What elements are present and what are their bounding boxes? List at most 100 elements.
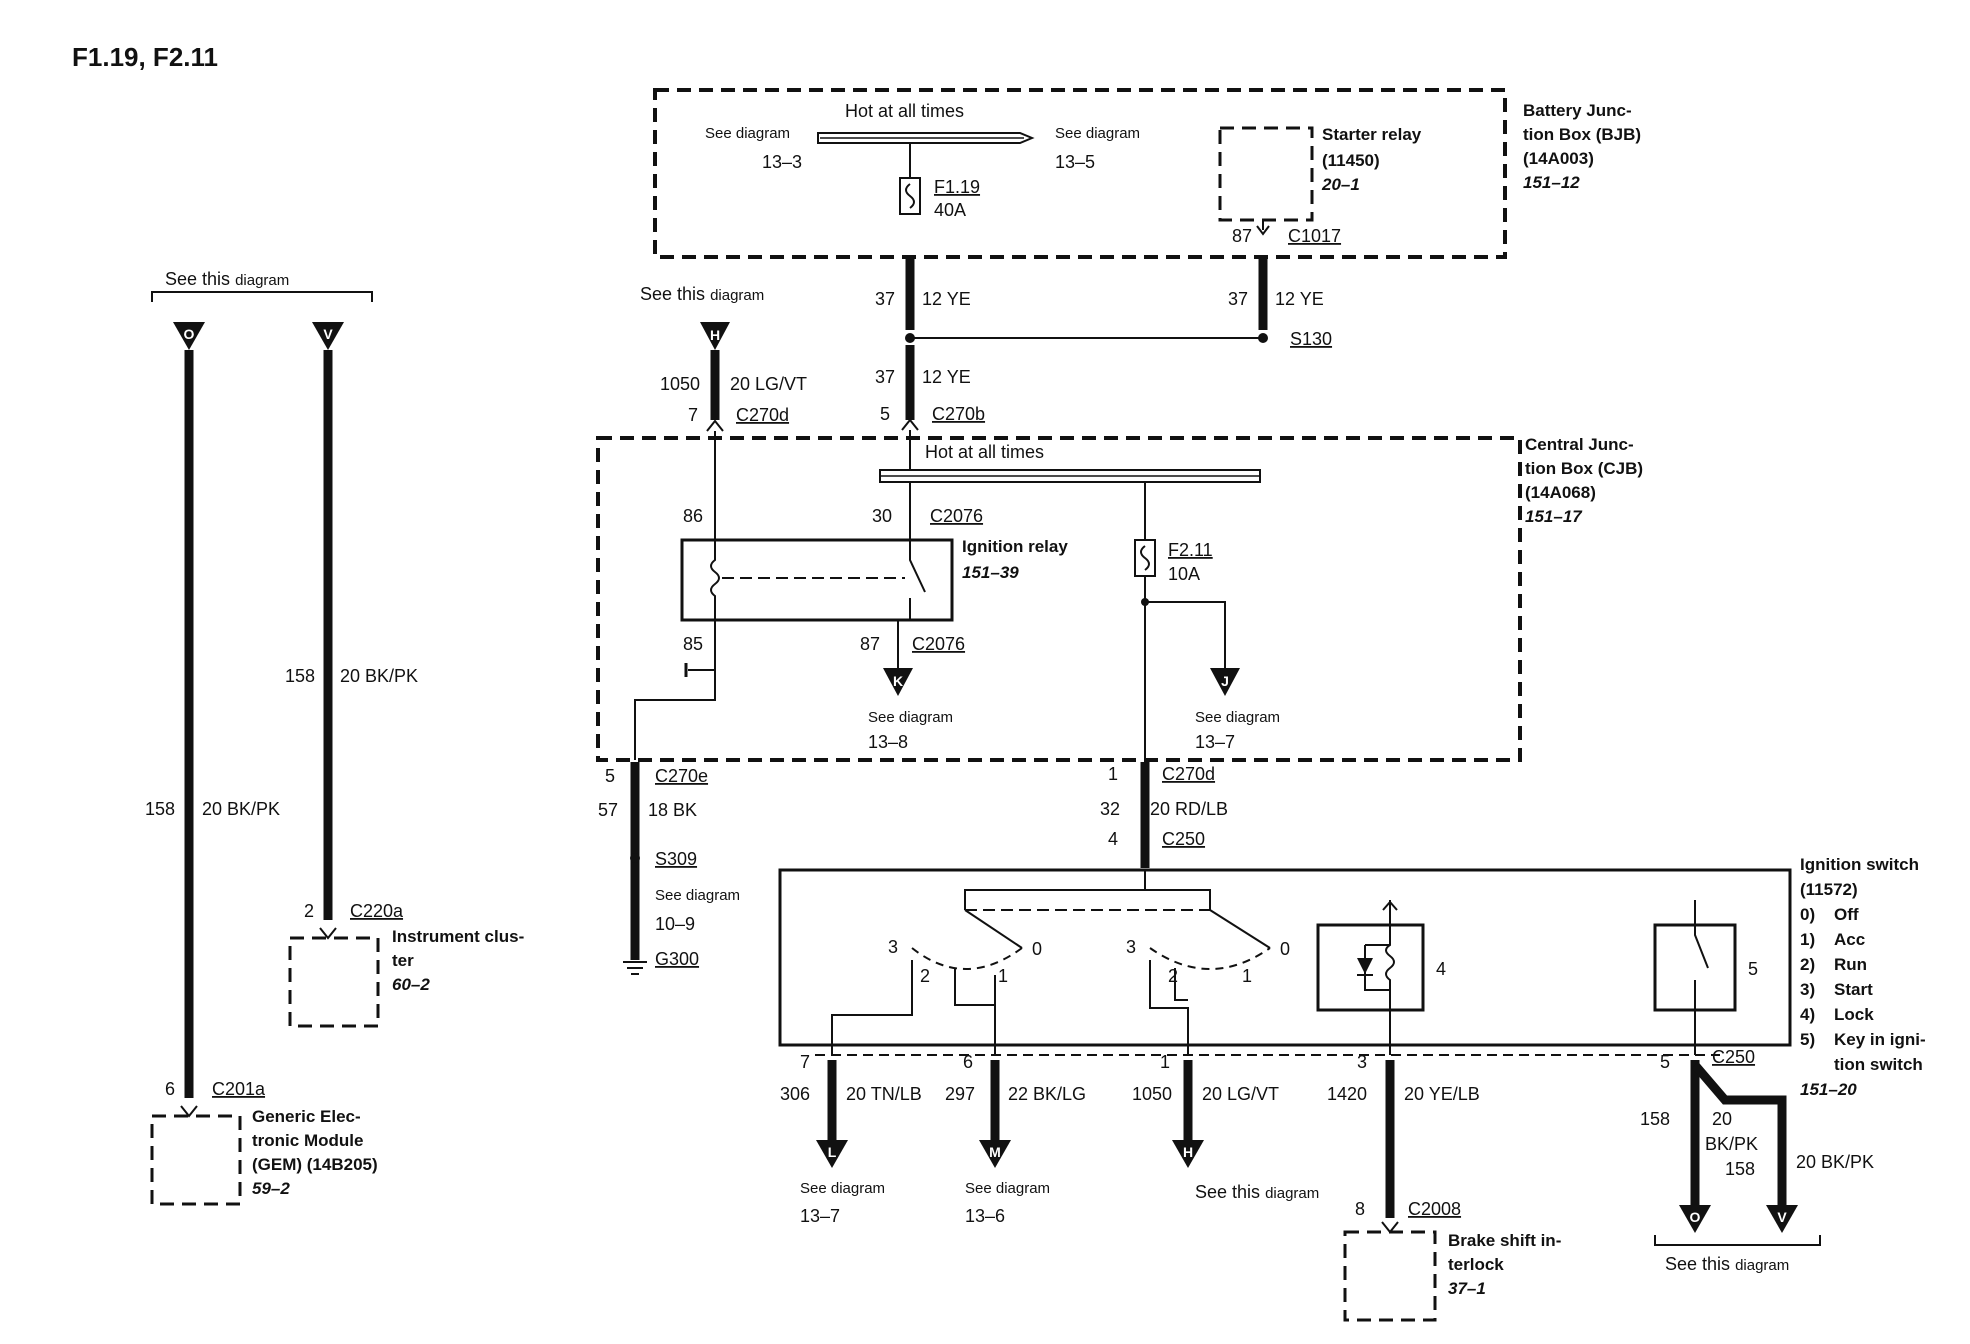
earth-ground-icon [623, 961, 647, 975]
diagram-title: F1.19, F2.11 [72, 42, 218, 72]
splice-s130: S130 [1290, 329, 1332, 349]
lock-solenoid-box [1316, 923, 1425, 1012]
fuse-f211-label: F2.11 [1168, 540, 1213, 560]
ground-num: 57 [598, 800, 618, 820]
switch-a-wiper [964, 909, 1023, 949]
relay-c2076a: C2076 [930, 506, 983, 526]
out-h-pin: 1 [1160, 1052, 1170, 1072]
bs-name-2: terlock [1448, 1255, 1504, 1274]
k-ref: 13–8 [868, 732, 908, 752]
relay-ref: 151–39 [962, 563, 1019, 582]
ground-see: See diagram [655, 887, 740, 904]
h-letter: H [710, 327, 720, 343]
cjb-name-1: Central Junc- [1525, 435, 1634, 454]
feed-num: 32 [1100, 799, 1120, 819]
ground-spec: 18 BK [648, 800, 697, 820]
ground-conn: C270e [655, 766, 708, 786]
o-wire-num: 158 [145, 799, 175, 819]
k-letter: K [893, 673, 903, 689]
wire-37b-spec: 12 YE [1275, 289, 1324, 309]
h-wire-num: 1050 [660, 374, 700, 394]
sw-ref: 151–20 [1800, 1080, 1857, 1099]
gem-ref: 59–2 [252, 1179, 290, 1198]
l-letter: L [828, 1144, 837, 1160]
h-out-connector-icon [1172, 1140, 1204, 1168]
relay-coil-icon [710, 540, 720, 620]
out-k-spec1: 20 [1712, 1109, 1732, 1129]
out-l-num: 306 [780, 1084, 810, 1104]
j-connector-icon [1210, 668, 1240, 696]
c270b-pin: 5 [880, 404, 890, 424]
v-out-connector-icon [1766, 1205, 1798, 1233]
ground-g300: G300 [655, 949, 699, 969]
m-letter: M [989, 1144, 1001, 1160]
ic-name-1: Instrument clus- [392, 927, 524, 946]
ic-pin: 2 [304, 901, 314, 921]
wire-37a-spec: 12 YE [922, 289, 971, 309]
ground-see-ref: 10–9 [655, 914, 695, 934]
sw-p2: 2)Run [1800, 955, 1867, 974]
feed-conn1: C270d [1162, 764, 1215, 784]
right-bracket [1654, 1235, 1821, 1246]
starter-conn: C1017 [1288, 226, 1341, 246]
o-connector-icon [173, 322, 205, 350]
v-connector-icon [312, 322, 344, 350]
sw-a0: 0 [1032, 939, 1042, 959]
v-letter: V [323, 326, 333, 342]
out-m-num: 297 [945, 1084, 975, 1104]
sw-b0: 0 [1280, 939, 1290, 959]
bs-conn: C2008 [1408, 1199, 1461, 1219]
cjb-ref: 151–17 [1525, 507, 1583, 526]
sw-a3: 3 [888, 937, 898, 957]
out-k-pin: 5 [1660, 1052, 1670, 1072]
gem-name-2: tronic Module [252, 1131, 363, 1150]
c270d-pin: 7 [688, 405, 698, 425]
o-wire-spec: 20 BK/PK [202, 799, 280, 819]
starter-pin: 87 [1232, 226, 1252, 246]
bjb-see-right-ref: 13–5 [1055, 152, 1095, 172]
cjb-box [596, 436, 1522, 762]
brake-shift-box [1343, 1230, 1437, 1322]
ignition-relay-box [680, 538, 954, 622]
starter-relay-name: Starter relay [1322, 125, 1422, 144]
left-see-label: See this diagram [165, 269, 289, 289]
sw-p1: 1)Acc [1800, 930, 1865, 949]
ic-conn: C220a [350, 901, 404, 921]
c270d-conn: C270d [736, 405, 789, 425]
relay-pin87: 87 [860, 634, 880, 654]
relay-c2076b: C2076 [912, 634, 965, 654]
sw-name: Ignition switch [1800, 855, 1919, 874]
out-k-num: 158 [1640, 1109, 1670, 1129]
fuse-f119-amp: 40A [934, 200, 966, 220]
sw-b1: 1 [1242, 966, 1252, 986]
sw-p0: 0)Off [1800, 905, 1859, 924]
gem-box [150, 1114, 242, 1206]
j-ref: 13–7 [1195, 732, 1235, 752]
lock-coil-icon [1385, 925, 1395, 1010]
k-connector-icon [883, 668, 913, 696]
sw-c4: 4 [1436, 959, 1446, 979]
key-switch-icon [1694, 900, 1709, 1010]
cjb-part: (14A068) [1525, 483, 1596, 502]
sw-part: (11572) [1800, 880, 1858, 899]
bjb-part: (14A003) [1523, 149, 1594, 168]
h-out-letter: H [1183, 1144, 1193, 1160]
l-ref: 13–7 [800, 1206, 840, 1226]
sw-c5: 5 [1748, 959, 1758, 979]
o-out-connector-icon [1679, 1205, 1711, 1233]
wire-37c-num: 37 [875, 367, 895, 387]
bs-name-1: Brake shift in- [1448, 1231, 1561, 1250]
k-see: See diagram [868, 709, 953, 726]
sw-p3: 3)Start [1800, 980, 1873, 999]
wire-158-v [1691, 1062, 1787, 1205]
wire-37c-spec: 12 YE [922, 367, 971, 387]
ignition-switch-box [778, 868, 1792, 1047]
starter-relay-box [1218, 126, 1314, 222]
out-l-pin: 7 [800, 1052, 810, 1072]
gem-name-3: (GEM) (14B205) [252, 1155, 378, 1174]
sw-b3: 3 [1126, 937, 1136, 957]
out-bs-spec: 20 YE/LB [1404, 1084, 1480, 1104]
gem-conn: C201a [212, 1079, 266, 1099]
m-see: See diagram [965, 1180, 1050, 1197]
out-bs-pin: 3 [1357, 1052, 1367, 1072]
